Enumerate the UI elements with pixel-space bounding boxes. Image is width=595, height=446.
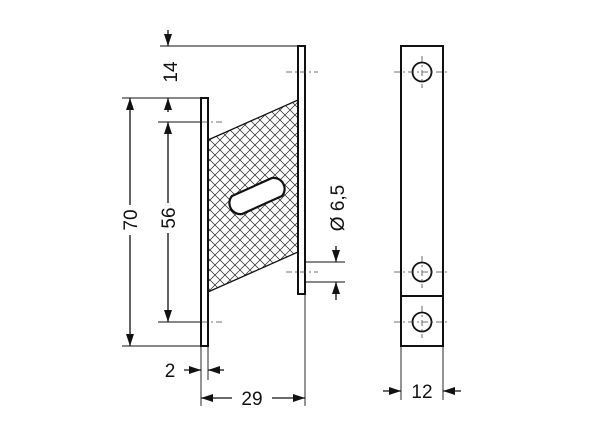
dim-text-diameter: Ø 6,5 [328, 185, 349, 231]
dim-text-56: 56 [159, 207, 180, 228]
right-plate [297, 45, 306, 295]
dimension-width: 12 [383, 346, 461, 403]
dimension-top-offset: 14 [160, 30, 298, 112]
dim-text-2: 2 [165, 361, 176, 382]
dim-text-29: 29 [241, 389, 262, 410]
dim-text-14: 14 [161, 61, 182, 83]
dimension-hole-diameter: Ø 6,5 [305, 185, 349, 300]
front-view [394, 45, 450, 347]
dimension-overall-height: 70 [117, 97, 201, 347]
dim-text-12: 12 [411, 382, 432, 403]
dimension-depth: 29 [200, 294, 306, 410]
side-view [188, 45, 318, 347]
left-plate [200, 97, 209, 347]
dimension-hole-spacing: 56 [155, 121, 201, 323]
slot [228, 176, 286, 216]
dim-text-70: 70 [121, 209, 142, 230]
dimension-plate-thickness: 2 [165, 346, 224, 382]
